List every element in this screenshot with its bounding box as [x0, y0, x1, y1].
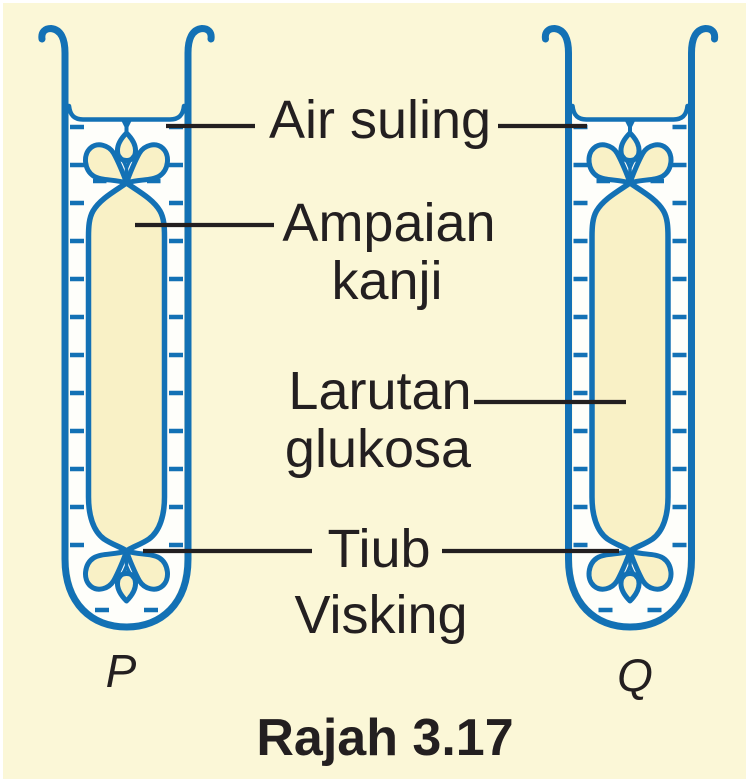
diagram-svg: Air suling Ampaian kanji Larutan glukosa… — [3, 3, 749, 767]
figure-caption: Rajah 3.17 — [256, 709, 513, 767]
label-glukosa: glukosa — [285, 419, 472, 479]
label-larutan: Larutan — [288, 361, 471, 421]
test-tube-p — [42, 29, 211, 628]
label-ampaian: Ampaian — [282, 193, 495, 253]
tube-p-letter: P — [106, 645, 137, 697]
tube-q-letter: Q — [617, 649, 653, 701]
label-visking: Visking — [294, 585, 467, 645]
test-tube-q — [545, 29, 714, 628]
label-tiub: Tiub — [327, 519, 430, 579]
label-kanji: kanji — [331, 251, 442, 311]
label-air-suling: Air suling — [269, 90, 491, 150]
